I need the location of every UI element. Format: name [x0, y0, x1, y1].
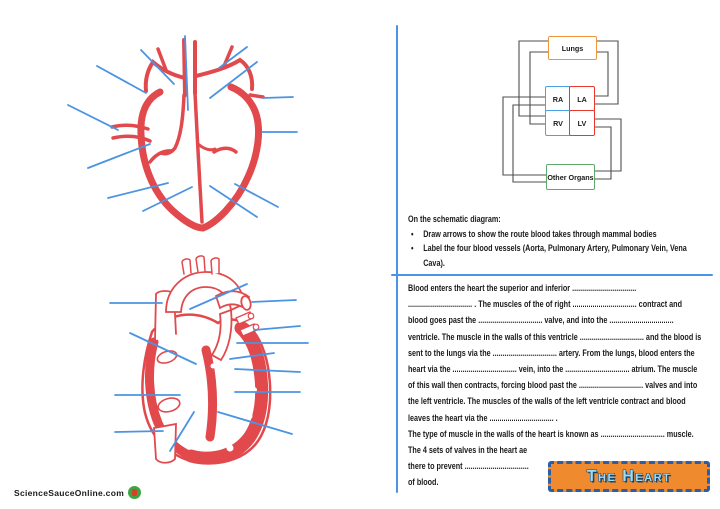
label-lines: [67, 35, 298, 218]
label-line: [114, 430, 164, 433]
worksheet-line: ventricle. The muscle in the walls of th…: [408, 331, 702, 343]
inferior-vena-cava: [153, 422, 177, 464]
aorta-wire: [594, 126, 612, 180]
instruction-bullet: • Label the four blood vessels (Aorta, P…: [408, 242, 707, 271]
worksheet-line: blood goes past the ....................…: [408, 315, 674, 327]
schematic-box-lungs: Lungs: [548, 36, 597, 60]
bullet-icon: •: [411, 243, 414, 254]
label-line: [140, 49, 175, 85]
label-line: [184, 35, 189, 111]
section-divider: [391, 274, 713, 276]
label-line: [251, 299, 297, 303]
fill-in-text: Blood enters the heart the superior and …: [408, 281, 713, 491]
descending-aorta: [210, 308, 233, 362]
footer: ScienceSauceOnline.com: [14, 486, 142, 499]
label-line: [234, 368, 301, 373]
label-line: [67, 104, 119, 131]
label-line: [189, 283, 248, 310]
pulmonary-vein-upper: [110, 123, 150, 131]
science-sauce-logo-icon: [128, 486, 142, 499]
pulmonary-artery-opening: [240, 295, 252, 311]
atrium-opening-lower: [157, 397, 181, 413]
right-av-groove: [212, 146, 238, 154]
left-ventricle-wall: [184, 321, 269, 465]
arch-branch-stubs: [181, 255, 220, 275]
label-line: [107, 182, 169, 199]
heart-outline: [110, 38, 265, 232]
left-upper-branch: [156, 47, 168, 72]
label-line: [96, 65, 147, 94]
myocardium: [145, 321, 269, 465]
pulmonary-vein-wire: [595, 40, 619, 105]
bullet-text: Draw arrows to show the route blood take…: [423, 228, 657, 240]
schematic-box-other-organs: Other Organs: [546, 164, 595, 190]
schematic-wires: [502, 40, 622, 183]
worksheet-line: Blood enters the heart the superior and …: [408, 283, 637, 294]
pulmonary-vein-wire: [595, 51, 609, 97]
schematic-box-left-ventricle: LV: [569, 110, 595, 136]
aortic-arch: [165, 271, 245, 313]
pulmonary-artery-wire: [518, 40, 548, 117]
heart-external-diagram: [67, 35, 298, 232]
coronary-vessel: [193, 91, 204, 224]
circulation-schematic: [502, 40, 622, 183]
label-line: [253, 325, 301, 331]
label-line: [209, 61, 258, 99]
worksheet-line: sent to the lungs via the ..............…: [408, 347, 695, 359]
label-line: [262, 96, 294, 99]
vena-cava-wire: [512, 104, 546, 183]
schematic-box-right-ventricle: RV: [545, 110, 571, 136]
schematic-box-left-atrium: LA: [569, 86, 595, 112]
right-ventricle-wall: [145, 337, 196, 461]
heart-cross-section-diagram: [109, 255, 309, 465]
label-line: [169, 411, 195, 452]
label-line: [129, 332, 197, 365]
vena-cava-wire: [502, 96, 546, 176]
worksheet-line: The type of muscle in the walls of the h…: [408, 428, 694, 440]
schematic-instructions: On the schematic diagram: • Draw arrows …: [408, 213, 708, 271]
label-line: [218, 46, 248, 69]
pulmonary-vein-stubs: [235, 311, 260, 337]
vessel-interior-left: [159, 93, 186, 156]
worksheet-title-box: The Heart: [548, 461, 710, 492]
label-lines: [109, 283, 309, 452]
worksheet-line: heart via the ..........................…: [408, 363, 698, 375]
label-line: [142, 186, 193, 212]
septum: [201, 345, 217, 442]
bullet-text: Label the four blood vessels (Aorta, Pul…: [423, 243, 687, 269]
instructions-heading: On the schematic diagram:: [408, 214, 501, 225]
site-name: ScienceSauceOnline.com: [14, 487, 125, 498]
worksheet-line: leaves the heart via the ...............…: [408, 412, 558, 424]
aorta-wire: [594, 118, 622, 172]
worksheet-line: there to prevent .......................…: [408, 461, 529, 473]
worksheet-line: of this wall then contracts, forcing blo…: [408, 380, 698, 392]
worksheet-title: The Heart: [586, 467, 672, 485]
label-line: [234, 183, 279, 208]
coronary-branch: [196, 142, 217, 152]
label-line: [217, 411, 293, 435]
pulmonary-vein-lower: [111, 134, 152, 143]
column-divider: [396, 25, 398, 493]
schematic-box-right-atrium: RA: [545, 86, 571, 112]
worksheet-line: of blood.: [408, 477, 439, 489]
aorta-trunk: [182, 38, 187, 97]
label-line: [229, 352, 275, 360]
label-line: [209, 185, 258, 218]
left-av-groove: [148, 149, 174, 164]
label-line: [87, 143, 151, 169]
bullet-icon: •: [411, 228, 414, 240]
pulmonary-artery-wire: [529, 51, 548, 125]
worksheet-line: the left ventricle. The muscles of the w…: [408, 396, 686, 408]
worksheet-line: ................................ . The m…: [408, 299, 683, 311]
instruction-bullet: • Draw arrows to show the route blood ta…: [408, 228, 707, 243]
right-side-vessel: [248, 93, 265, 99]
right-branch-vessel: [194, 57, 255, 91]
worksheet-line: The 4 sets of valves in the heart ae: [408, 444, 528, 456]
